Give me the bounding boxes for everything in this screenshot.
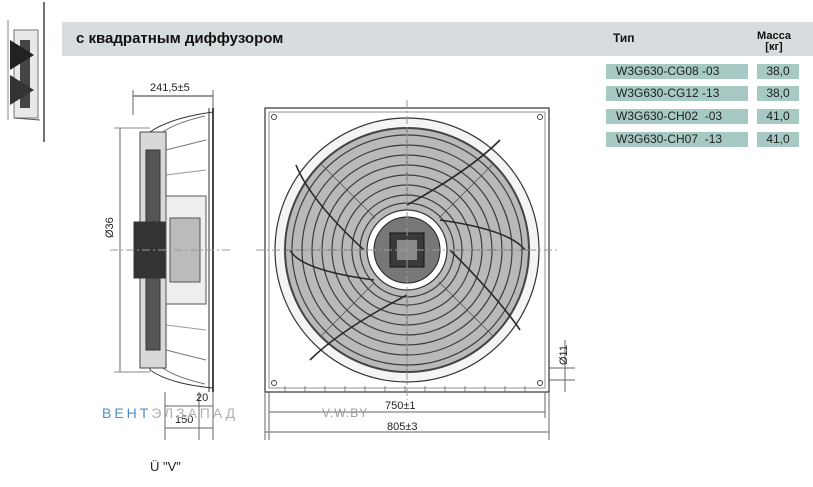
watermark-part-b: ЭЛЗАПАД	[151, 405, 239, 421]
dim-depth: 241,5±5	[150, 82, 190, 94]
header-bar	[62, 22, 813, 56]
watermark-part-a: ВЕНТ	[102, 405, 152, 421]
type-cell: W3G630-CG12 -13	[606, 86, 748, 101]
dim-outer: 805±3	[387, 421, 418, 433]
type-cell: W3G630-CH02 -03	[606, 109, 748, 124]
dim-diameter: Ø36	[104, 217, 116, 238]
dim-hole: Ø11	[558, 345, 570, 365]
fan-thumbnail	[0, 0, 52, 145]
section-title: с квадратным диффузором	[76, 30, 284, 47]
type-cell: W3G630-CG08 -03	[606, 64, 748, 79]
column-header-type: Тип	[613, 31, 635, 45]
mass-cell: 38,0	[757, 64, 799, 79]
front-view	[256, 100, 575, 440]
dim-inner: 750±1	[385, 400, 416, 412]
caption: Ü "V"	[150, 459, 181, 474]
column-header-mass: Масса [кг]	[753, 31, 795, 53]
column-header-mass-unit: [кг]	[765, 41, 783, 53]
mass-cell: 38,0	[757, 86, 799, 101]
mass-cell: 41,0	[757, 132, 799, 147]
dim-flange2: 150	[175, 414, 194, 426]
side-view	[110, 90, 230, 440]
mass-cell: 41,0	[757, 109, 799, 124]
dim-flange: 20	[196, 392, 209, 404]
watermark: ВЕНТЭЛЗАПАД	[102, 405, 238, 421]
watermark-site: V.W.BY	[322, 406, 369, 420]
column-header-mass-label: Масса	[757, 30, 791, 42]
type-cell: W3G630-CH07 -13	[606, 132, 748, 147]
